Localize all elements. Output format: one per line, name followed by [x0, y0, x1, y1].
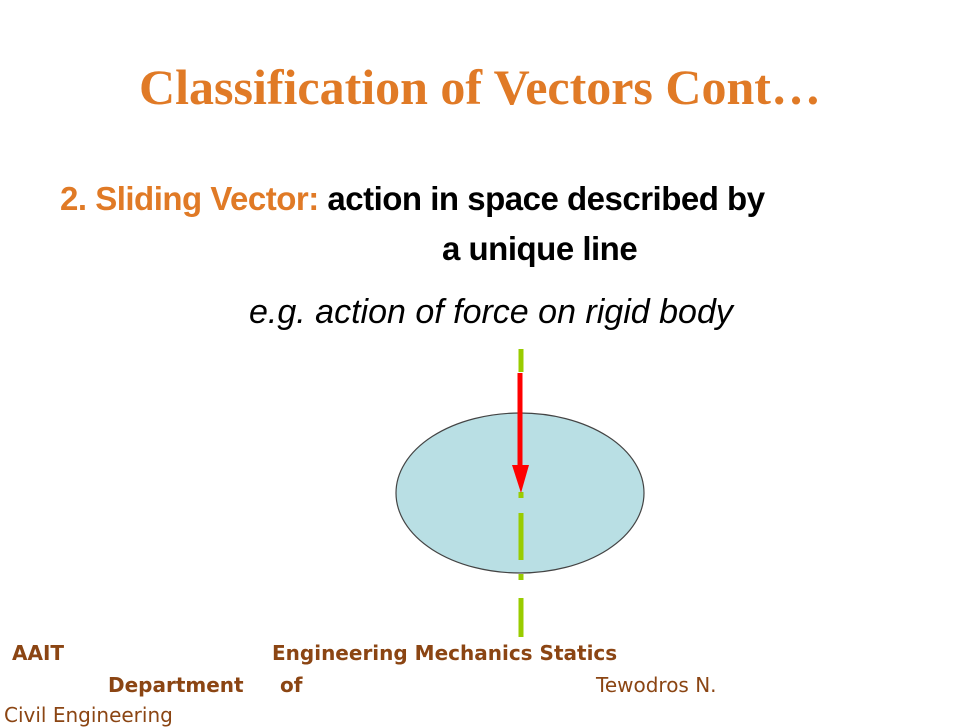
footer-author: Tewodros N.	[596, 673, 717, 697]
force-arrow-head	[512, 465, 529, 493]
footer-department-name: Civil Engineering	[4, 703, 173, 727]
definition-text-1: action in space described by	[327, 180, 765, 217]
definition-line-2: a unique line	[442, 230, 638, 267]
slide-title: Classification of Vectors Cont…	[139, 59, 821, 115]
footer-institution: AAIT	[12, 641, 65, 665]
footer-department: Department	[108, 673, 244, 697]
definition-line-1: 2. Sliding Vector: action in space descr…	[60, 180, 765, 218]
footer-of: of	[280, 673, 303, 697]
footer-course: Engineering Mechanics Statics	[272, 641, 618, 665]
example-text: e.g. action of force on rigid body	[249, 293, 733, 331]
sliding-vector-label: 2. Sliding Vector:	[60, 180, 319, 217]
